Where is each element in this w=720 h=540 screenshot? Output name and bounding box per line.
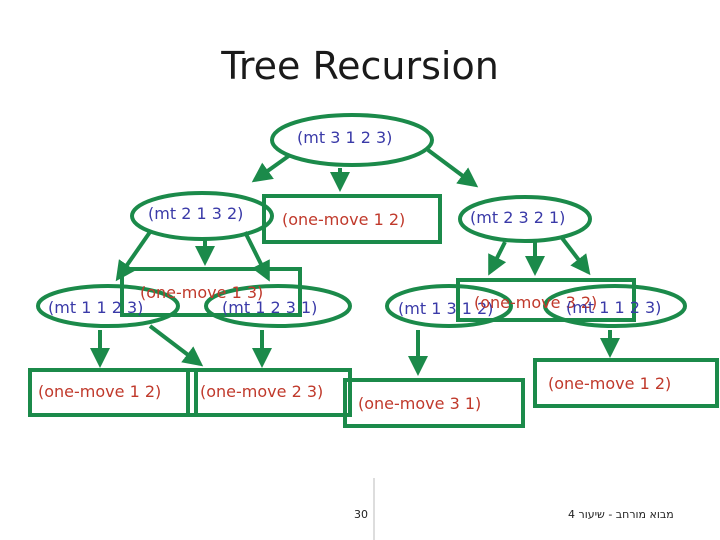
- l3-b-rect: [186, 368, 352, 417]
- root-ellipse: [270, 113, 434, 167]
- l2-c-ellipse: [204, 284, 352, 328]
- node-l3-d-label: (one-move 1 2): [548, 374, 672, 393]
- l2-e-rect: [456, 278, 636, 322]
- arrow-l1left-c: [243, 231, 270, 282]
- arrow-root-left: [251, 153, 292, 183]
- arrow-l1left-a: [115, 230, 152, 282]
- course-footer: מבוא מורחב - שיעור 4: [568, 508, 674, 521]
- node-root-label: (mt 3 1 2 3): [297, 128, 393, 147]
- arrow-root-right: [426, 148, 479, 188]
- arrow-l1right-d: [488, 241, 507, 276]
- node-l1-right-label: (mt 2 3 2 1): [470, 208, 566, 227]
- l2-f-ellipse: [543, 284, 687, 328]
- l1-right-ellipse: [458, 195, 592, 243]
- l1-left-ellipse: [130, 191, 274, 241]
- node-l2-a-label: (mt 1 1 2 3): [48, 298, 144, 317]
- arrow-l2a-right: [148, 324, 204, 367]
- l3-c-rect: [343, 378, 525, 428]
- l1-mid-rect: [262, 194, 442, 244]
- l2-a-ellipse: [36, 284, 180, 328]
- node-l2-f-label: (mt 1 1 2 3): [566, 298, 662, 317]
- node-l2-e-label: (one-move 3 2): [474, 293, 598, 312]
- l2-b-rect: [120, 267, 302, 317]
- node-l2-b-label: (one-move 1 3): [140, 283, 264, 302]
- node-l1-left-label: (mt 2 1 3 2): [148, 204, 244, 223]
- node-l1-mid-label: (one-move 1 2): [282, 210, 406, 229]
- node-l3-b-label: (one-move 2 3): [200, 382, 324, 401]
- l2-d-ellipse: [385, 284, 513, 328]
- node-l2-c-label: (mt 1 2 3 1): [222, 298, 318, 317]
- slide-title: Tree Recursion: [221, 44, 499, 88]
- node-l2-d-label: (mt 1 3 1 2): [398, 299, 494, 318]
- l3-a-rect: [28, 368, 198, 417]
- l3-d-rect: [533, 358, 719, 408]
- arrow-l1right-f: [560, 236, 591, 276]
- page-number: 30: [354, 508, 368, 521]
- node-l3-c-label: (one-move 3 1): [358, 394, 482, 413]
- node-l3-a-label: (one-move 1 2): [38, 382, 162, 401]
